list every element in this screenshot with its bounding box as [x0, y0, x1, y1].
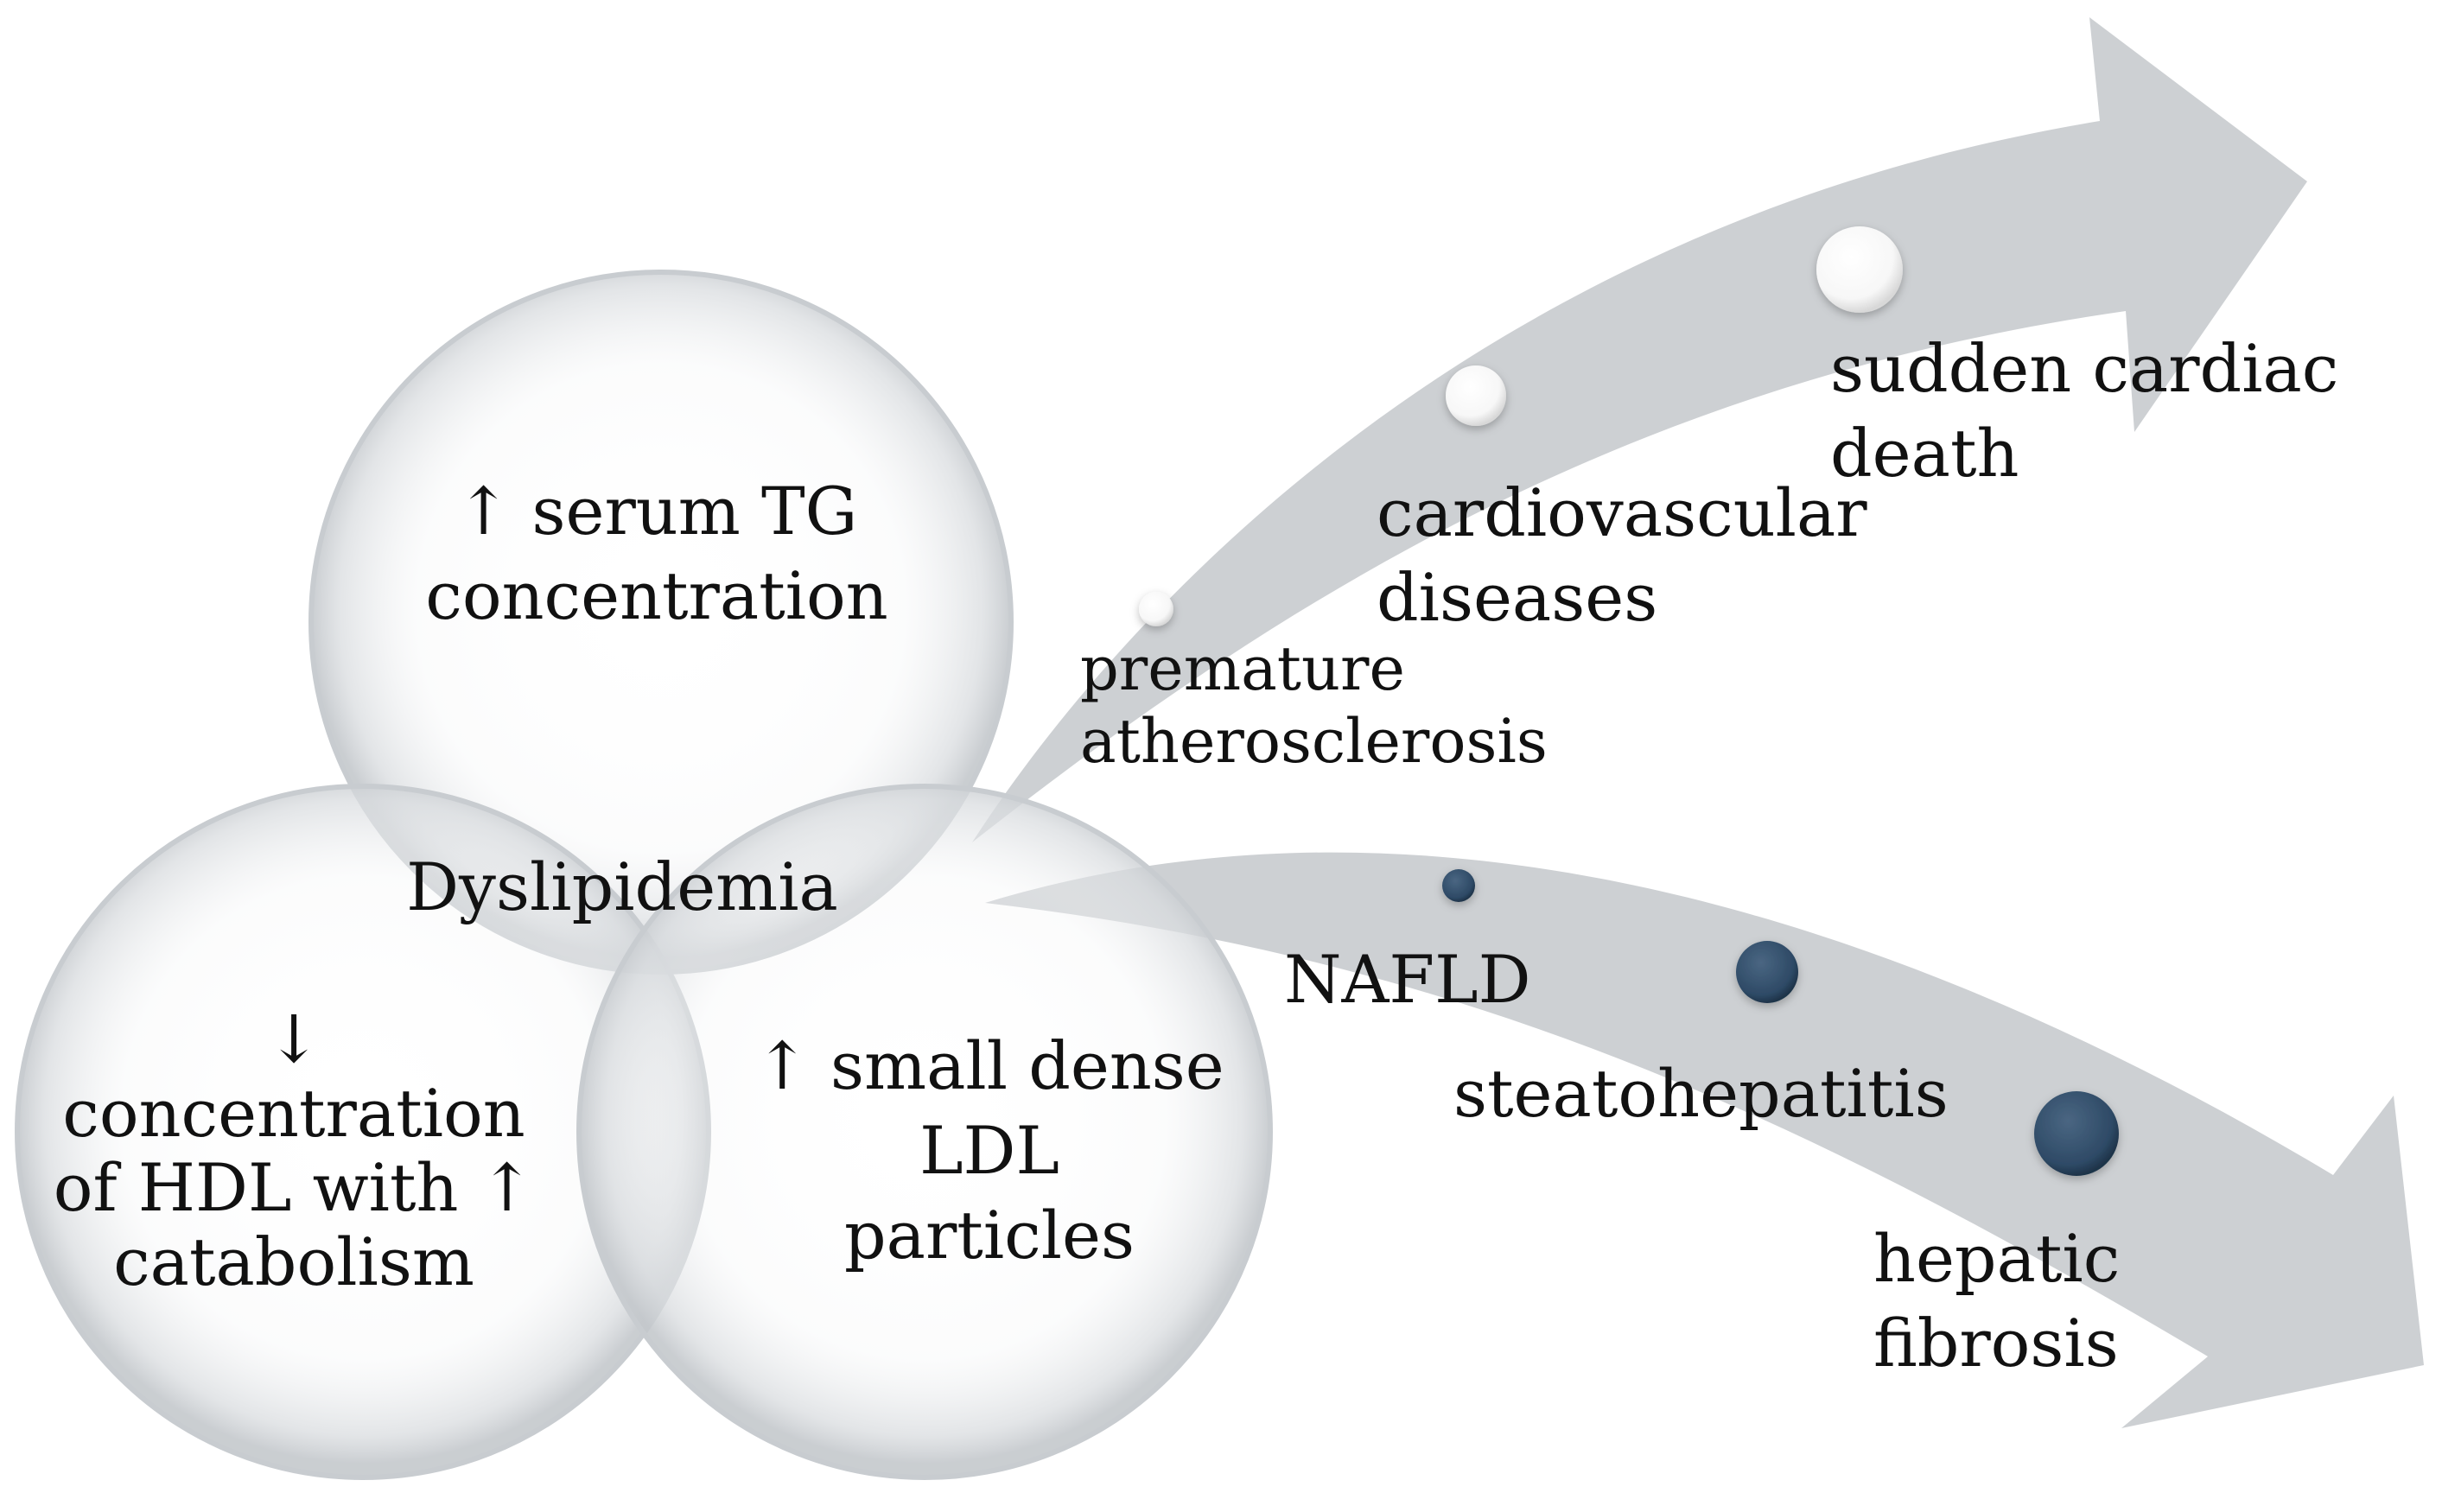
label-cardiovascular-diseases: cardiovascular diseases	[1377, 471, 1867, 640]
upper-arrow	[972, 17, 2307, 842]
label-hdl: ↓ concentration of HDL with ↑ catabolism	[52, 1002, 536, 1299]
label-line: catabolism	[113, 1223, 474, 1300]
label-line: atherosclerosis	[1080, 706, 1548, 777]
label-line: sudden cardiac	[1830, 330, 2339, 407]
label-line: ↑ serum TG	[455, 473, 858, 550]
label-line: fibrosis	[1873, 1305, 2119, 1382]
dot-nafld	[1442, 869, 1475, 902]
label-line: steatohepatitis	[1453, 1055, 1949, 1132]
label-sudden-cardiac-death: sudden cardiac death	[1830, 327, 2338, 496]
dot-premature-atherosclerosis	[1139, 592, 1173, 626]
dot-steatohepatitis	[1736, 941, 1798, 1003]
dot-hepatic-fibrosis	[2034, 1091, 2119, 1176]
dot-sudden-cardiac-death	[1816, 226, 1903, 313]
label-line: concentration	[62, 1075, 525, 1152]
label-line: of HDL with ↑	[53, 1149, 535, 1226]
label-line: LDL	[919, 1112, 1059, 1189]
label-hepatic-fibrosis: hepatic fibrosis	[1873, 1217, 2120, 1386]
label-line: hepatic	[1873, 1220, 2121, 1297]
label-line: ↓	[266, 1001, 321, 1077]
label-line: concentration	[425, 557, 888, 634]
label-line: NAFLD	[1284, 941, 1531, 1018]
label-ldl: ↑ small dense LDL particles	[726, 1024, 1253, 1278]
circle-ldl	[576, 784, 1273, 1480]
label-serum-tg: ↑ serum TG concentration	[363, 469, 951, 638]
label-line: death	[1830, 415, 2019, 492]
label-premature-atherosclerosis: premature atherosclerosis	[1080, 632, 1548, 778]
label-line: cardiovascular	[1377, 474, 1867, 551]
label-steatohepatitis: steatohepatitis	[1453, 1051, 1949, 1136]
label-dyslipidemia: Dyslipidemia	[350, 845, 894, 930]
dot-cardiovascular-diseases	[1446, 365, 1506, 426]
label-line: diseases	[1377, 559, 1658, 636]
label-nafld: NAFLD	[1284, 937, 1531, 1022]
label-line: particles	[844, 1197, 1135, 1274]
label-line: premature	[1080, 633, 1405, 704]
label-line: ↑ small dense	[754, 1027, 1224, 1104]
center-label: Dyslipidemia	[406, 848, 838, 925]
